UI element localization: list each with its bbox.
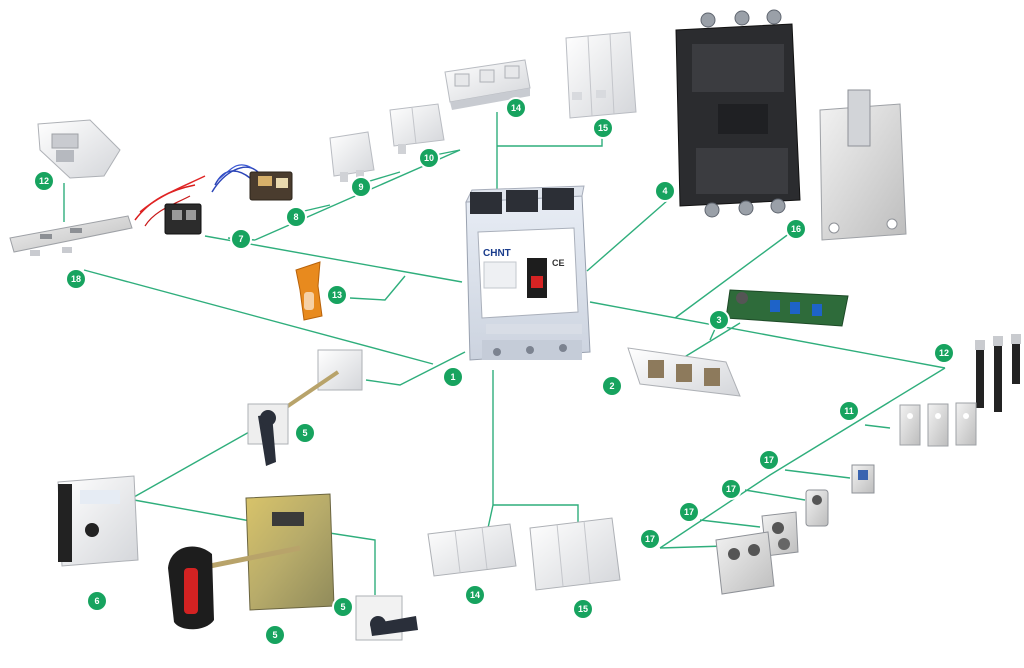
cable-lug-double <box>715 531 775 595</box>
callout-badge-mechanical-interlock: 12 <box>35 172 53 190</box>
callout-badge-padlock-device: 13 <box>328 286 346 304</box>
callout-badge-cable-lug-medium: 17 <box>722 480 740 498</box>
extension-bars <box>975 334 1021 412</box>
callout-badge-auxiliary-contact: 9 <box>352 178 370 196</box>
terminal-cover-long-bottom <box>529 517 621 591</box>
callout-badge-terminal-cover-long-top: 15 <box>594 119 612 137</box>
callout-badge-terminal-block-accessory: 2 <box>603 377 621 395</box>
callout-badge-din-rail-adapter: 16 <box>787 220 805 238</box>
breaker-brand-label: CHNT <box>483 248 511 259</box>
callout-badge-undervoltage-release: 8 <box>287 208 305 226</box>
callout-badge-electric-operator: 6 <box>88 592 106 610</box>
callout-badge-extension-bars: 12 <box>935 344 953 362</box>
callout-badge-rotary-handle-small: 5 <box>296 424 314 442</box>
mounting-rail <box>9 215 133 256</box>
callout-badge-plug-in-base: 4 <box>656 182 674 200</box>
callout-badge-cable-lug-double: 17 <box>641 530 659 548</box>
connector-lines <box>63 112 946 595</box>
undervoltage-release <box>211 164 293 201</box>
callout-badge-alarm-contact: 10 <box>420 149 438 167</box>
callout-badge-cable-lug-small: 17 <box>760 451 778 469</box>
callout-badge-terminal-cover-short-top: 14 <box>507 99 525 117</box>
callout-badge-rotary-handle-large: 5 <box>266 626 284 644</box>
shunt-release <box>134 175 206 235</box>
callout-badge-rotary-handle-door: 5 <box>334 598 352 616</box>
terminal-cover-short-top <box>444 59 531 110</box>
connection-plates <box>899 402 977 447</box>
rotary-handle-small <box>247 349 363 466</box>
callout-badge-main-breaker: 1 <box>444 368 462 386</box>
auxiliary-contact <box>329 131 375 182</box>
cable-lug-small <box>851 464 875 494</box>
rotary-handle-door <box>199 493 335 611</box>
callout-badge-shunt-release: 7 <box>232 230 250 248</box>
electric-operator <box>57 475 139 567</box>
terminal-cover-long-top <box>565 31 637 119</box>
terminal-block-accessory <box>627 347 741 397</box>
plug-in-base <box>675 9 801 218</box>
rotary-handle-small-bottom <box>355 595 418 641</box>
electronic-trip-unit <box>725 289 849 327</box>
mechanical-interlock <box>37 119 121 179</box>
callout-badge-electronic-trip-unit: 3 <box>710 311 728 329</box>
callout-badge-mounting-rail: 18 <box>67 270 85 288</box>
din-rail-adapter <box>819 89 907 241</box>
breaker-ce-mark: CE <box>552 258 565 268</box>
callout-badge-terminal-cover-short-bottom: 14 <box>466 586 484 604</box>
cable-lug-medium <box>805 489 829 527</box>
callout-badge-terminal-cover-long-bottom: 15 <box>574 600 592 618</box>
callout-badge-cable-lug-large: 17 <box>680 503 698 521</box>
main-breaker: CHNT CE <box>465 185 591 361</box>
alarm-contact <box>389 103 445 154</box>
terminal-cover-short-bottom <box>427 523 517 577</box>
padlock-device <box>295 261 323 321</box>
callout-badge-connection-plates: 11 <box>840 402 858 420</box>
rotary-handle-large <box>168 546 214 630</box>
